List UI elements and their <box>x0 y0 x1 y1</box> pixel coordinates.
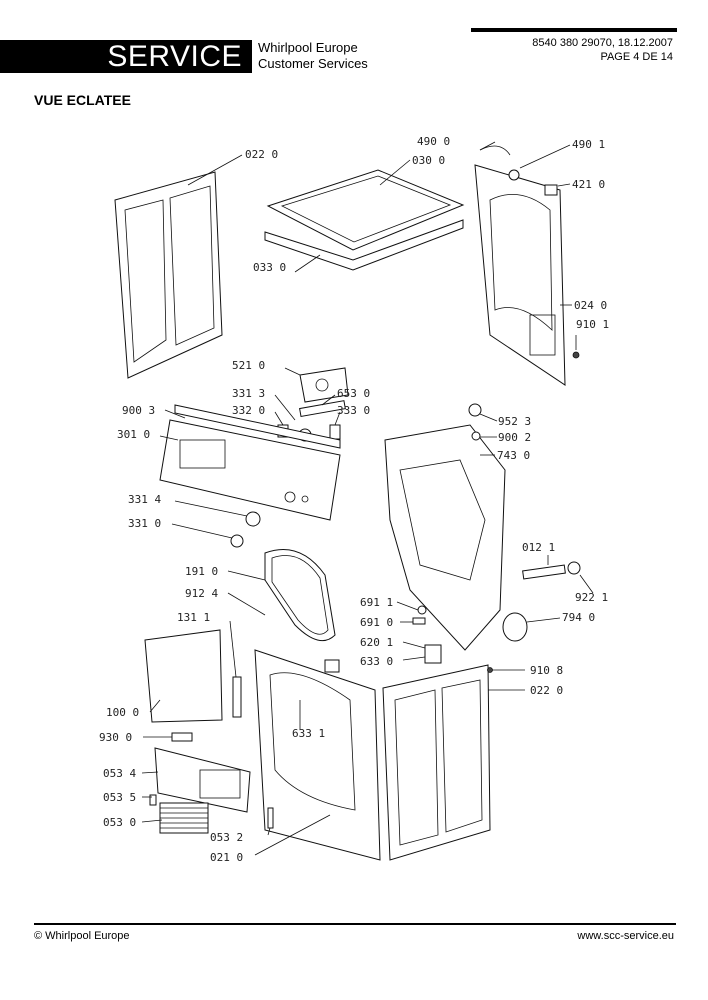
document-number: 8540 380 29070, 18.12.2007 <box>532 37 673 49</box>
service-badge-text: SERVICE <box>107 39 242 73</box>
label-912-4: 912 4 <box>185 587 218 600</box>
label-024-0: 024 0 <box>574 299 607 312</box>
label-301-0: 301 0 <box>117 428 150 441</box>
footer-copyright: © Whirlpool Europe <box>34 930 130 942</box>
label-012-1: 012 1 <box>522 541 555 554</box>
label-022-0-right: 022 0 <box>530 684 563 697</box>
plinth-parts <box>141 747 274 836</box>
hinge <box>229 620 242 718</box>
label-022-0-left: 022 0 <box>245 148 278 161</box>
label-021-0: 021 0 <box>210 851 243 864</box>
label-930-0: 930 0 <box>99 731 132 744</box>
label-521-0: 521 0 <box>232 359 265 372</box>
label-952-3: 952 3 <box>498 415 531 428</box>
label-030-0: 030 0 <box>412 154 445 167</box>
label-691-0: 691 0 <box>360 616 393 629</box>
label-633-0: 633 0 <box>360 655 393 668</box>
front-frame <box>384 403 506 651</box>
label-910-1: 910 1 <box>576 318 609 331</box>
label-053-2: 053 2 <box>210 831 243 844</box>
rear-panel <box>474 141 580 386</box>
label-900-2: 900 2 <box>498 431 531 444</box>
label-633-1: 633 1 <box>292 727 325 740</box>
footer-website[interactable]: www.scc-service.eu <box>577 930 674 942</box>
label-053-4: 053 4 <box>103 767 136 780</box>
label-421-0: 421 0 <box>572 178 605 191</box>
top-cover <box>264 159 465 273</box>
document-reference: 8540 380 29070, 18.12.2007 PAGE 4 DE 14 <box>532 36 673 64</box>
footer-rule <box>34 923 676 925</box>
service-badge: SERVICE <box>0 40 252 73</box>
bracket-521 <box>284 367 349 403</box>
header-top-rule <box>471 28 677 32</box>
label-331-0: 331 0 <box>128 517 161 530</box>
small-parts <box>396 601 442 664</box>
label-332-0: 332 0 <box>232 404 265 417</box>
knob-331 <box>171 500 261 548</box>
label-490-0: 490 0 <box>417 135 450 148</box>
label-910-8: 910 8 <box>530 664 563 677</box>
company-department: Customer Services <box>258 56 368 71</box>
door-seal <box>227 549 336 642</box>
filter-grille <box>159 802 209 834</box>
label-191-0: 191 0 <box>185 565 218 578</box>
motor-assembly <box>522 555 594 594</box>
page-number: PAGE 4 DE 14 <box>600 51 673 63</box>
left-side-panel <box>114 154 243 379</box>
label-653-0: 653 0 <box>337 387 370 400</box>
label-053-0: 053 0 <box>103 816 136 829</box>
label-331-3: 331 3 <box>232 387 265 400</box>
label-331-4: 331 4 <box>128 493 161 506</box>
label-900-3: 900 3 <box>122 404 155 417</box>
label-131-1: 131 1 <box>177 611 210 624</box>
label-794-0: 794 0 <box>562 611 595 624</box>
label-691-1: 691 1 <box>360 596 393 609</box>
right-side-panel <box>382 664 525 861</box>
label-743-0: 743 0 <box>497 449 530 462</box>
lint-filter <box>143 732 193 742</box>
label-620-1: 620 1 <box>360 636 393 649</box>
door <box>144 629 223 723</box>
label-490-1: 490 1 <box>572 138 605 151</box>
control-panel <box>159 404 341 521</box>
label-033-0: 033 0 <box>253 261 286 274</box>
front-panel <box>254 649 381 861</box>
label-333-0: 333 0 <box>337 404 370 417</box>
label-100-0: 100 0 <box>106 706 139 719</box>
page-title: VUE ECLATEE <box>34 92 131 108</box>
company-name: Whirlpool Europe <box>258 40 358 55</box>
label-922-1: 922 1 <box>575 591 608 604</box>
label-053-5: 053 5 <box>103 791 136 804</box>
company-block: Whirlpool Europe Customer Services <box>258 40 368 72</box>
drive-belt <box>502 612 561 642</box>
